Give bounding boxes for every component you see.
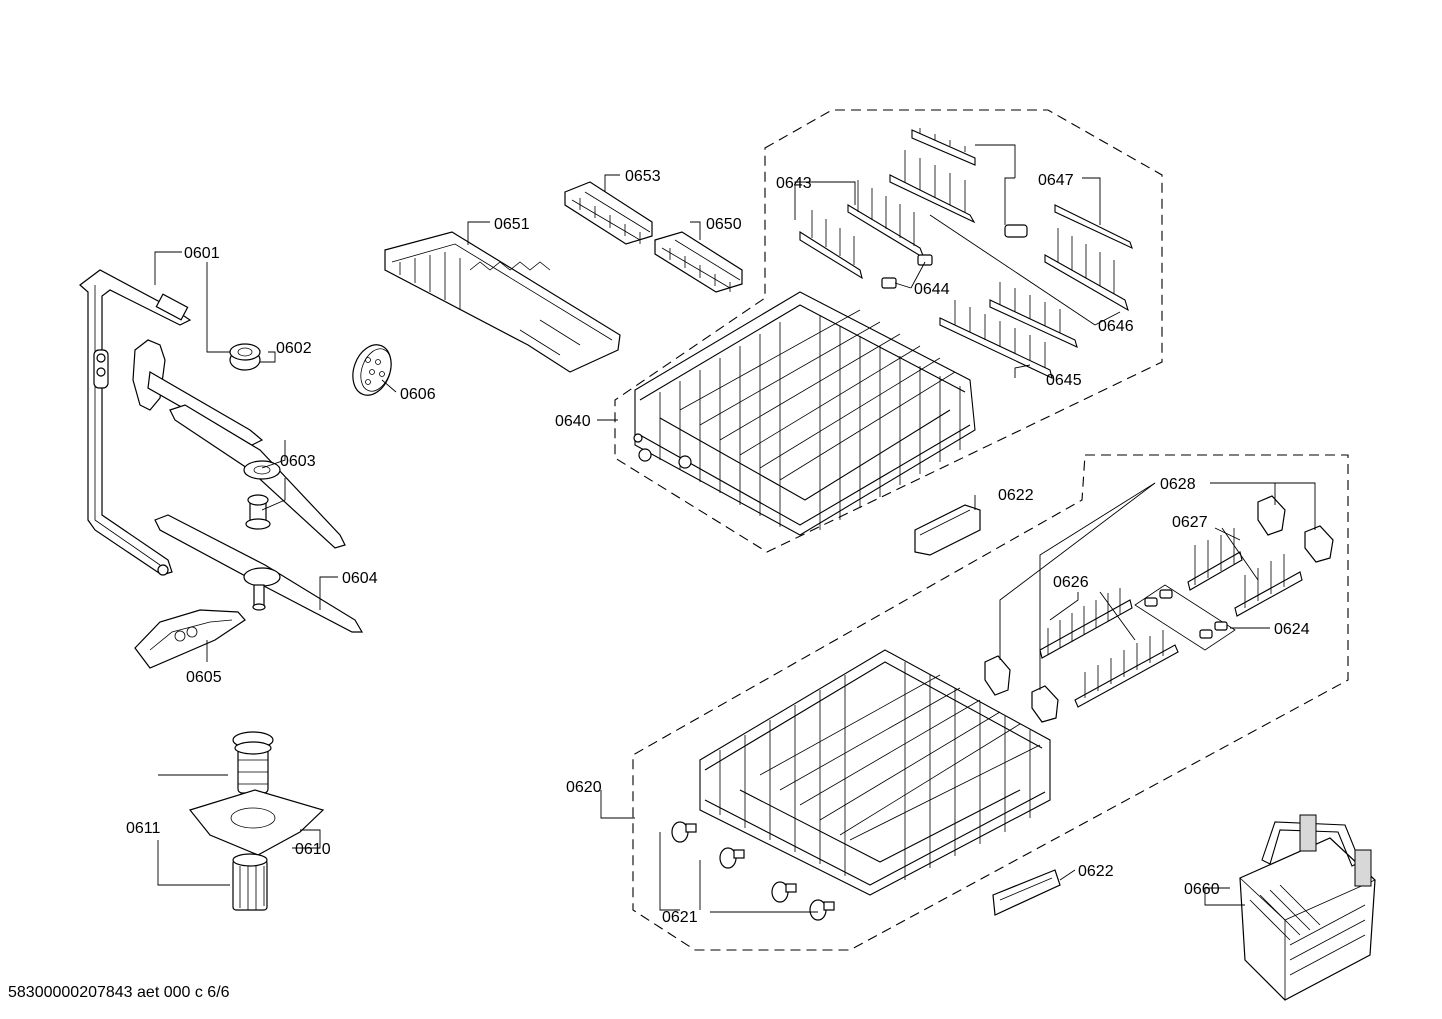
rack-0627-part xyxy=(1187,528,1303,617)
spray-arm-nut-part xyxy=(229,343,261,371)
label-0611: 0611 xyxy=(126,820,161,837)
clip-0628-part xyxy=(984,495,1334,723)
filter-assembly-part xyxy=(188,731,325,911)
leader-lines xyxy=(154,144,1316,913)
handle-0622-lower-part xyxy=(992,869,1061,916)
label-0643: 0643 xyxy=(776,175,812,192)
label-0640: 0640 xyxy=(555,413,591,430)
rack-0647-part xyxy=(889,128,1133,312)
cup-rack-0643-part xyxy=(799,180,926,280)
lower-spray-arm-part xyxy=(154,514,364,633)
clip-0624-part xyxy=(1134,584,1236,651)
label-0646: 0646 xyxy=(1098,318,1134,335)
round-cover-part xyxy=(352,344,392,396)
supply-tube-part xyxy=(79,269,192,576)
rack-0645-part xyxy=(939,282,1078,379)
upper-basket-group-outline xyxy=(614,109,1163,553)
label-0626: 0626 xyxy=(1053,574,1089,591)
wheels-0621-part xyxy=(671,821,835,921)
cutlery-drawer-part xyxy=(384,231,621,373)
clip-0644-part xyxy=(881,254,933,289)
small-rack-0653-part xyxy=(564,181,653,245)
label-0605: 0605 xyxy=(186,669,222,686)
rack-0626-part xyxy=(1039,588,1179,708)
cutlery-basket-part xyxy=(1239,814,1376,1001)
handle-0622-upper-part xyxy=(914,504,981,556)
upper-spray-arm-part xyxy=(132,339,346,549)
label-0620: 0620 xyxy=(566,779,602,796)
label-0604: 0604 xyxy=(342,570,378,587)
label-0601: 0601 xyxy=(184,245,220,262)
upper-basket-part xyxy=(633,291,976,536)
label-0622-lower: 0622 xyxy=(1078,863,1114,880)
label-0644: 0644 xyxy=(914,281,950,298)
lower-basket-group-outline xyxy=(632,454,1349,951)
label-0610: 0610 xyxy=(295,841,331,858)
label-0660: 0660 xyxy=(1184,881,1220,898)
label-0606: 0606 xyxy=(400,386,436,403)
label-0653: 0653 xyxy=(625,168,661,185)
label-0603: 0603 xyxy=(280,453,316,470)
label-0627: 0627 xyxy=(1172,514,1208,531)
label-0628: 0628 xyxy=(1160,476,1196,493)
lower-basket-part xyxy=(699,649,1051,896)
label-0645: 0645 xyxy=(1046,372,1082,389)
label-0650: 0650 xyxy=(706,216,742,233)
label-0621: 0621 xyxy=(662,909,698,926)
label-0651: 0651 xyxy=(494,216,530,233)
label-0602: 0602 xyxy=(276,340,312,357)
sieve-cover-part xyxy=(134,609,246,669)
label-0647: 0647 xyxy=(1038,172,1074,189)
label-0622-upper: 0622 xyxy=(998,487,1034,504)
document-footer-code: 58300000207843 aet 000 c 6/6 xyxy=(8,984,230,1001)
label-0624: 0624 xyxy=(1274,621,1310,638)
small-rack-0650-part xyxy=(654,231,743,293)
